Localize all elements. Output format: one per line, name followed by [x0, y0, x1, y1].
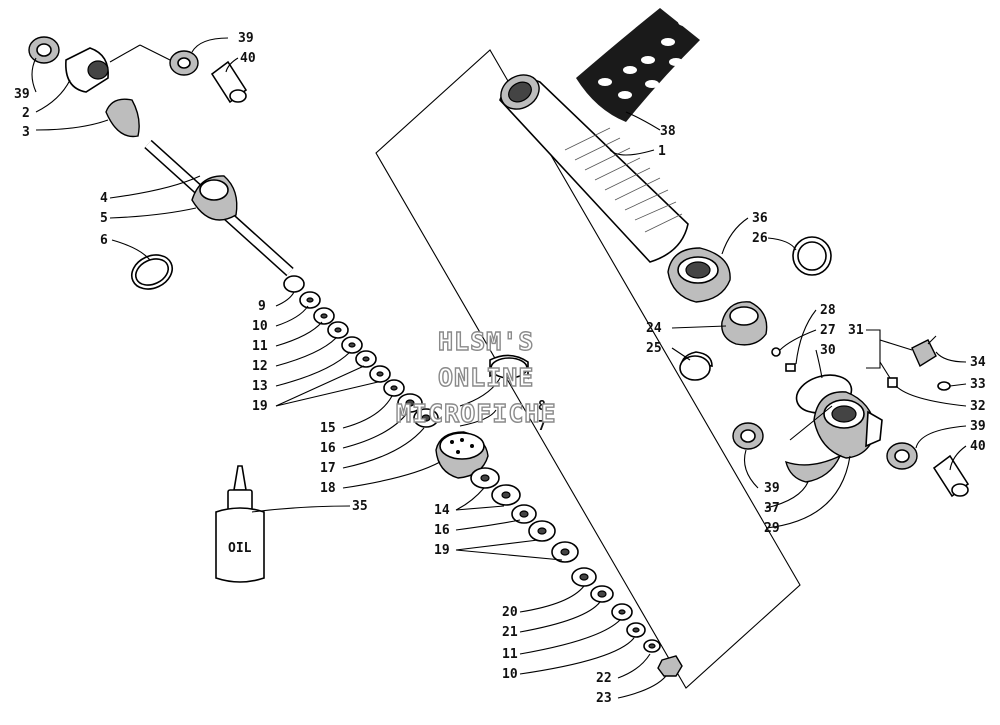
- callout-39: 39: [14, 87, 30, 102]
- callout-21: 21: [502, 625, 518, 640]
- cap-32: [887, 377, 898, 388]
- callout-13: 13: [252, 379, 268, 394]
- leader-lines: [31, 37, 967, 699]
- watermark: HLSM'S ONLINE MICROFICHE: [395, 326, 557, 428]
- callout-31: 31: [848, 323, 864, 338]
- callout-10: 10: [502, 667, 518, 682]
- watermark-line-1: HLSM'S: [438, 327, 534, 356]
- eyelet-2: [65, 44, 171, 93]
- o-ring-33: [937, 381, 951, 391]
- piston-ring-8: [489, 354, 529, 380]
- watermark-line-3: MICROFICHE: [396, 399, 557, 428]
- callout-11: 11: [252, 339, 268, 354]
- callout-22: 22: [596, 671, 612, 686]
- o-ring-26: [792, 236, 832, 276]
- callout-23: 23: [596, 691, 612, 706]
- callout-9: 9: [258, 299, 266, 314]
- callout-19: 19: [252, 399, 268, 414]
- callout-39: 39: [238, 31, 254, 46]
- clip-37: [785, 454, 842, 483]
- callout-36: 36: [752, 211, 768, 226]
- callout-20: 20: [502, 605, 518, 620]
- callout-15: 15: [320, 421, 336, 436]
- bushing-39-top: [169, 50, 199, 76]
- small-parts-27-28: [771, 347, 796, 372]
- washer-stack-lower: [470, 467, 683, 677]
- callout-5: 5: [100, 211, 108, 226]
- callout-40: 40: [970, 439, 986, 454]
- callout-35: 35: [352, 499, 368, 514]
- callout-18: 18: [320, 481, 336, 496]
- callout-29: 29: [764, 521, 780, 536]
- body-tube-1: [499, 74, 689, 263]
- bushing-39-top-left: [28, 36, 60, 64]
- callout-25: 25: [646, 341, 662, 356]
- callout-37: 37: [764, 501, 780, 516]
- callout-39: 39: [970, 419, 986, 434]
- bushing-39-right: [886, 442, 918, 470]
- callout-labels: 39 2 3 39 40 4 5 6 9 10 11 12 13 19 15 1…: [14, 31, 986, 706]
- decal-38: [576, 8, 700, 122]
- callout-39: 39: [764, 481, 780, 496]
- seal-head-5: [191, 175, 238, 221]
- callout-4: 4: [100, 191, 108, 206]
- callout-27: 27: [820, 323, 836, 338]
- callout-12: 12: [252, 359, 268, 374]
- callout-2: 2: [22, 106, 30, 121]
- callout-6: 6: [100, 233, 108, 248]
- assembly-bracket-box: [375, 49, 801, 689]
- sleeve-40-top: [210, 60, 248, 104]
- bumper-3: [105, 98, 140, 138]
- watermark-line-2: ONLINE: [438, 363, 534, 392]
- callout-10: 10: [252, 319, 268, 334]
- bushing-39-right-left: [732, 422, 764, 450]
- lock-ring-24: [721, 301, 768, 346]
- callout-28: 28: [820, 303, 836, 318]
- callout-30: 30: [820, 343, 836, 358]
- body-eye-29: [813, 391, 883, 459]
- callout-16: 16: [434, 523, 450, 538]
- callout-16: 16: [320, 441, 336, 456]
- callout-17: 17: [320, 461, 336, 476]
- callout-24: 24: [646, 321, 662, 336]
- oil-bottle-35: OIL: [215, 465, 265, 583]
- callout-7: 7: [538, 419, 546, 434]
- washer-stack-upper: [283, 275, 439, 428]
- adjuster-nut-36: [667, 247, 731, 303]
- callout-3: 3: [22, 125, 30, 140]
- callout-40: 40: [240, 51, 256, 66]
- sleeve-40-right: [932, 454, 970, 498]
- callout-11: 11: [502, 647, 518, 662]
- snap-ring-25: [679, 351, 713, 381]
- oil-bottle-label: OIL: [228, 541, 252, 556]
- callout-26: 26: [752, 231, 768, 246]
- callout-19: 19: [434, 543, 450, 558]
- callout-33: 33: [970, 377, 986, 392]
- callout-8: 8: [538, 399, 546, 414]
- callout-1: 1: [658, 144, 666, 159]
- callout-38: 38: [660, 124, 676, 139]
- valve-34: [911, 335, 937, 368]
- callout-32: 32: [970, 399, 986, 414]
- callout-34: 34: [970, 355, 986, 370]
- o-ring-6: [131, 254, 173, 290]
- callout-14: 14: [434, 503, 450, 518]
- piston-18: [435, 431, 489, 479]
